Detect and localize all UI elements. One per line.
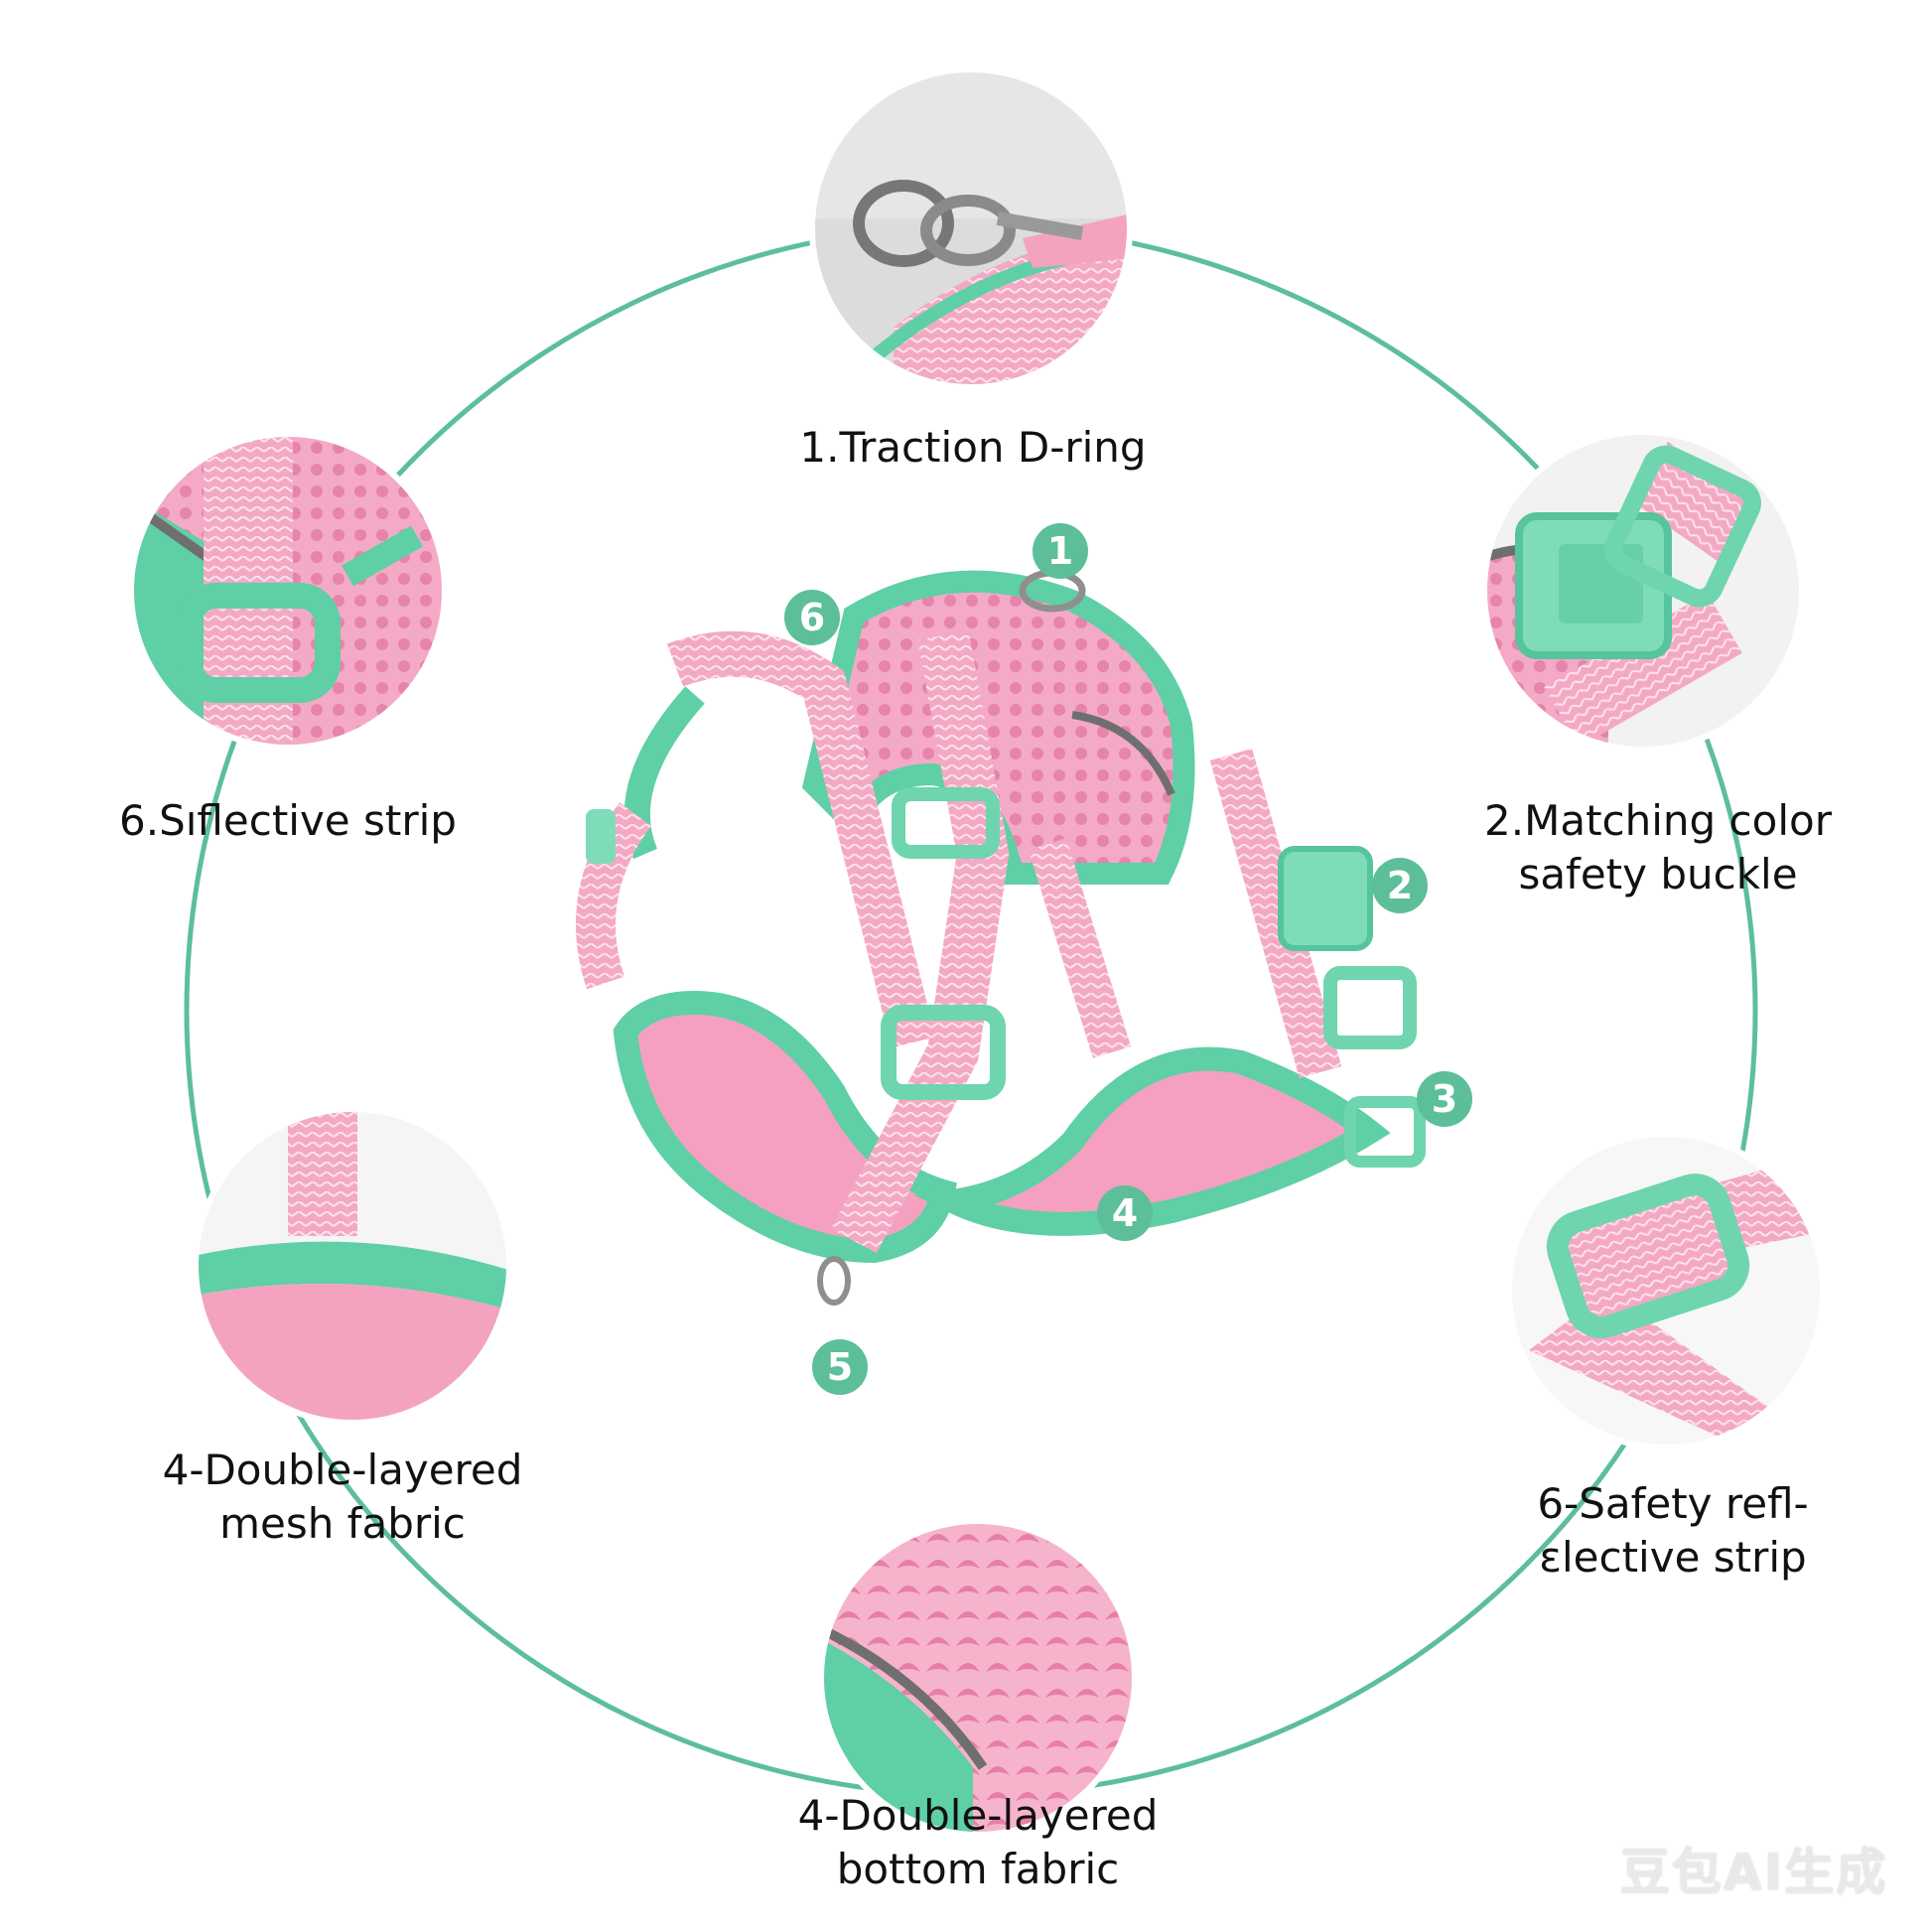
label-buckle-line1: 2.Matching color [1484, 796, 1832, 845]
label-bottom-fabric: 4-Double-layered bottom fabric [774, 1789, 1181, 1896]
watermark: 豆包AI生成 [1620, 1844, 1888, 1901]
label-buckle: 2.Matching color safety buckle [1459, 794, 1857, 901]
label-d-ring-text: 1.Traction D-ring [799, 423, 1147, 472]
harness-illustration [576, 569, 1426, 1306]
detail-reflective-left [131, 434, 445, 748]
detail-mesh-fabric [196, 1109, 509, 1423]
label-bottom-line2: bottom fabric [836, 1845, 1120, 1893]
marker-1: 1 [1033, 523, 1088, 579]
label-reflective-left: 6.Sıflective strip [99, 794, 477, 848]
label-reflective-left-text: 6.Sıflective strip [119, 796, 457, 845]
label-mesh-line1: 4-Double-layered [162, 1446, 523, 1494]
label-d-ring: 1.Traction D-ring [774, 421, 1172, 475]
marker-5-text: 5 [827, 1345, 853, 1389]
marker-1-text: 1 [1047, 529, 1073, 573]
detail-reflective-right [1509, 1134, 1823, 1448]
marker-4: 4 [1097, 1185, 1153, 1241]
marker-3: 3 [1417, 1071, 1472, 1127]
label-mesh-line2: mesh fabric [219, 1499, 466, 1548]
marker-4-text: 4 [1112, 1191, 1138, 1235]
label-bottom-line1: 4-Double-layered [797, 1791, 1159, 1840]
detail-buckle [1484, 432, 1802, 750]
marker-2-text: 2 [1387, 864, 1413, 907]
marker-5: 5 [812, 1339, 868, 1395]
marker-6: 6 [784, 590, 840, 645]
label-reflective-right-line2: ɛlective strip [1539, 1533, 1807, 1582]
label-mesh-fabric: 4-Double-layered mesh fabric [139, 1444, 546, 1551]
marker-3-text: 3 [1432, 1077, 1457, 1121]
label-buckle-line2: safety buckle [1518, 850, 1798, 898]
label-reflective-right-line1: 6-Safety refl- [1537, 1479, 1809, 1528]
marker-6-text: 6 [799, 596, 825, 639]
marker-2: 2 [1372, 858, 1428, 913]
label-reflective-right: 6-Safety refl- ɛlective strip [1499, 1477, 1847, 1585]
